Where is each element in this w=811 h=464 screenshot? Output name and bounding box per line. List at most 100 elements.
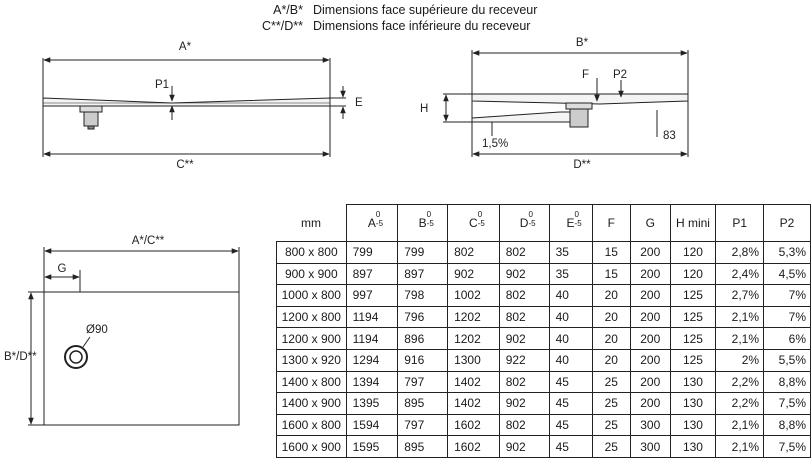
value-cell: 200 (630, 327, 671, 350)
value-cell: 897 (397, 262, 449, 286)
value-cell: 20 (591, 305, 632, 329)
size-cell: 900 x 900 (276, 262, 347, 286)
value-cell: 1194 (345, 305, 399, 329)
side-view (443, 50, 689, 157)
value-cell: 120 (669, 241, 717, 264)
tolerance-lower: -5 (375, 219, 384, 228)
value-cell: 40 (548, 327, 593, 350)
value-cell: 1202 (447, 327, 500, 350)
dim-label: B* (576, 37, 589, 49)
value-cell: 45 (548, 413, 593, 437)
value-cell: 1202 (447, 305, 500, 329)
column-label: E (566, 216, 575, 230)
size-cell: 800 x 800 (276, 241, 347, 264)
value-cell: 125 (669, 348, 717, 372)
value-cell: 130 (669, 413, 717, 437)
value-cell: 916 (397, 348, 449, 372)
value-cell: 5,5% (763, 348, 811, 372)
value-cell: 35 (548, 262, 593, 286)
value-cell: 125 (669, 305, 717, 329)
value-cell: 20 (591, 348, 632, 372)
tolerance-upper: 0 (574, 210, 579, 219)
column-header: P1 (715, 204, 765, 242)
dim-label: E (355, 97, 363, 109)
column-header: H mini (669, 204, 717, 242)
column-label: B (418, 216, 427, 230)
tolerance-upper: 0 (477, 210, 483, 219)
tolerance-upper: 0 (528, 210, 533, 219)
value-cell: 35 (548, 241, 593, 264)
value-cell: 200 (630, 262, 671, 286)
size-cell: 1400 x 800 (276, 370, 347, 394)
value-cell: 15 (591, 241, 632, 264)
value-cell: 200 (630, 241, 671, 264)
value-cell: 7% (763, 305, 811, 329)
value-cell: 922 (498, 348, 550, 372)
size-cell: 1300 x 920 (276, 348, 347, 372)
value-cell: 1300 (447, 348, 500, 372)
value-cell: 130 (669, 370, 717, 394)
value-cell: 1602 (447, 435, 500, 458)
value-cell: 997 (345, 284, 399, 307)
value-cell: 796 (397, 305, 449, 329)
dim-label: F (582, 69, 589, 81)
value-cell: 896 (397, 327, 449, 350)
value-cell: 200 (630, 284, 671, 307)
value-cell: 40 (548, 284, 593, 307)
legend-text: Dimensions face supérieure du receveur (313, 3, 538, 17)
value-cell: 797 (397, 370, 449, 394)
column-header: P2 (763, 204, 811, 242)
column-label: F (607, 216, 615, 230)
dim-label: B*/D** (4, 351, 37, 363)
dim-label: Ø90 (86, 324, 108, 336)
value-cell: 1594 (345, 413, 399, 437)
column-label: P2 (779, 216, 795, 230)
legend-text: Dimensions face inférieure du receveur (313, 19, 531, 33)
value-cell: 902 (498, 327, 550, 350)
column-label: P1 (732, 216, 748, 230)
value-cell: 6% (763, 327, 811, 350)
value-cell: 40 (548, 305, 593, 329)
value-cell: 4,5% (763, 262, 811, 286)
value-cell: 2,7% (715, 284, 765, 307)
value-cell: 7,5% (763, 435, 811, 458)
value-cell: 895 (397, 392, 449, 415)
dim-label: P1 (155, 79, 169, 91)
unit-header: mm (301, 215, 322, 230)
dim-label: 1,5% (482, 138, 508, 150)
column-label: A (367, 216, 376, 230)
legend: A*/B* Dimensions face supérieure du rece… (255, 2, 537, 34)
size-cell: 1200 x 900 (276, 327, 347, 350)
column-label: G (645, 216, 655, 230)
value-cell: 802 (498, 413, 550, 437)
value-cell: 2,1% (715, 435, 765, 458)
value-cell: 25 (591, 413, 632, 437)
size-cell: 1000 x 800 (276, 284, 347, 307)
value-cell: 200 (630, 392, 671, 415)
dim-label: H (420, 103, 428, 115)
value-cell: 902 (447, 262, 500, 286)
value-cell: 1602 (447, 413, 500, 437)
value-cell: 902 (498, 392, 550, 415)
dim-label: A*/C** (132, 235, 165, 247)
value-cell: 799 (397, 241, 449, 264)
value-cell: 45 (548, 435, 593, 458)
value-cell: 1294 (345, 348, 399, 372)
value-cell: 2% (715, 348, 765, 372)
tolerance-lower: -5 (477, 219, 485, 228)
value-cell: 902 (498, 262, 550, 286)
value-cell: 130 (669, 435, 717, 458)
value-cell: 20 (591, 327, 632, 350)
size-cell: 1600 x 800 (276, 413, 347, 437)
